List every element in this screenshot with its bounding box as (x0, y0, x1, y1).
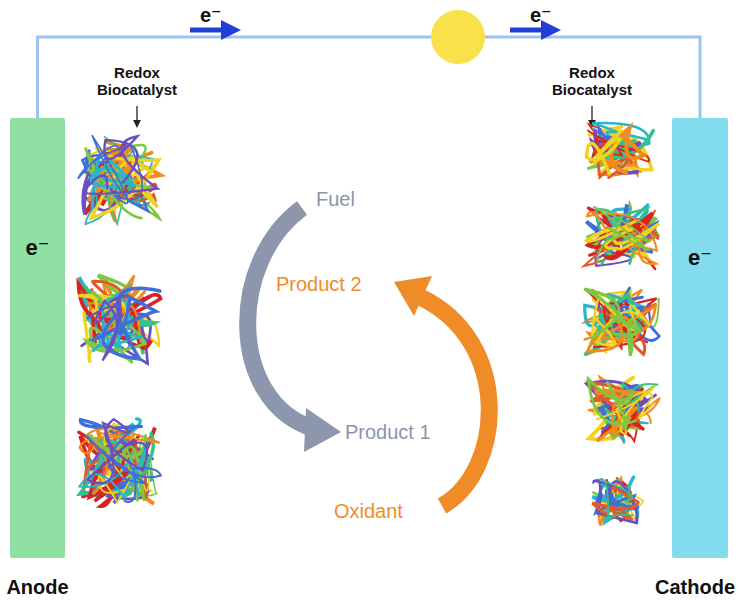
protein-ribbon (93, 288, 160, 359)
electron-label: e⁻ (688, 246, 712, 270)
oxidant-label: Oxidant (334, 500, 403, 523)
protein-ribbon (85, 148, 151, 219)
protein-ribbon (78, 135, 149, 205)
electron-label: e⁻ (530, 4, 552, 27)
product-label: Product 1 (345, 421, 431, 444)
protein-ribbon (584, 289, 638, 356)
protein-ribbon (588, 377, 660, 443)
protein-ribbon (587, 130, 623, 174)
protein-ribbon (588, 379, 635, 429)
protein-ribbon (600, 479, 633, 521)
electron-label: e⁻ (200, 4, 222, 27)
part-label: Redox Biocatalyst (544, 64, 640, 99)
load-circle (431, 10, 485, 64)
oxidant-arrow (420, 297, 489, 506)
protein-ribbon (88, 427, 161, 502)
circuit-wire (38, 37, 701, 118)
part-label: Redox Biocatalyst (89, 64, 185, 99)
fuel-arrow-head (304, 408, 341, 452)
electron-arrow (190, 28, 232, 33)
pointer-arrow (591, 106, 592, 124)
fuel-label: Fuel (316, 188, 355, 211)
electrode-bar: e⁻Anode (10, 118, 65, 558)
oxidant-arrow-head (394, 276, 432, 316)
electrode-bar: e⁻Cathode (672, 118, 728, 558)
electrode-label: Anode (6, 576, 68, 598)
electron-arrow (510, 28, 552, 33)
fuel-arrow (248, 208, 312, 428)
protein-ribbon (87, 419, 147, 483)
product-label: Product 2 (276, 273, 362, 296)
protein-ribbon (594, 207, 650, 262)
protein-ribbon (88, 296, 124, 360)
pointer-arrow (136, 106, 137, 124)
electron-label: e⁻ (26, 236, 50, 260)
protein-ribbons (78, 123, 660, 525)
electrode-label: Cathode (655, 576, 735, 598)
protein-ribbon (83, 136, 157, 194)
